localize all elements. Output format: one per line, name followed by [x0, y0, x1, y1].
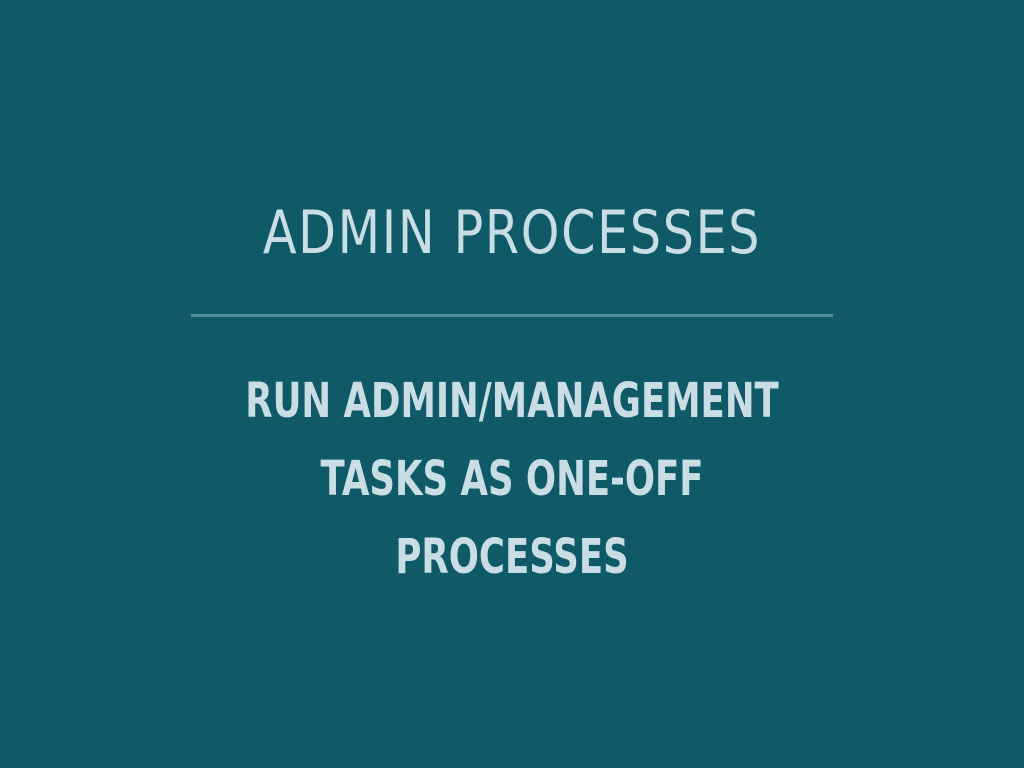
- subtitle-line: RUN ADMIN/MANAGEMENT: [245, 373, 779, 429]
- subtitle-line: PROCESSES: [395, 529, 629, 585]
- slide-subtitle: RUN ADMIN/MANAGEMENT TASKS AS ONE-OFF PR…: [133, 362, 891, 596]
- title-divider: [191, 314, 833, 317]
- slide-title: ADMIN PROCESSES: [262, 198, 762, 268]
- subtitle-line: TASKS AS ONE-OFF: [320, 451, 704, 507]
